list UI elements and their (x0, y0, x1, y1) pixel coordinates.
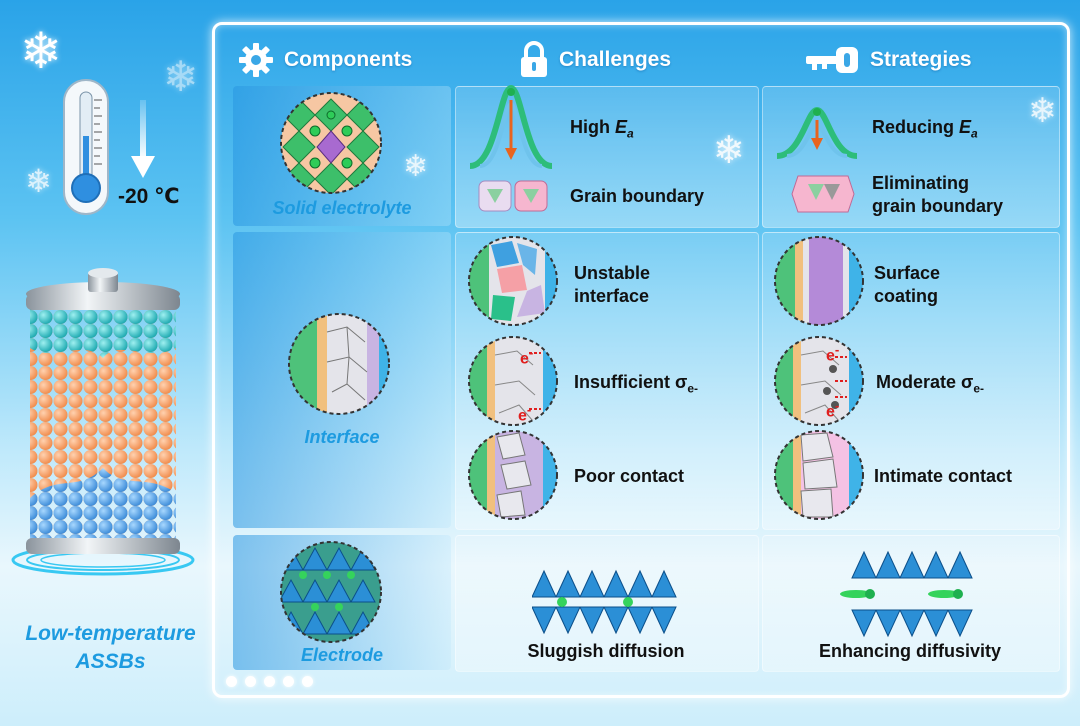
diagram-frame (212, 22, 1070, 698)
header-components: Components (238, 40, 412, 80)
left-title: Low-temperature ASSBs (8, 620, 213, 677)
snowflake-icon: ❄ (1028, 92, 1057, 130)
component-interface: Interface (304, 427, 380, 447)
label-eliminating-line2: grain boundary (872, 195, 1004, 216)
left-panel: ❄ ❄ ❄ -20 ℃ (0, 0, 215, 726)
down-arrow-icon (131, 100, 155, 178)
dot-indicator (226, 676, 237, 687)
electrode-structure-image (280, 541, 382, 643)
insufficient-conductivity-image (468, 336, 558, 426)
surface-coating-image (774, 236, 864, 326)
grain-boundary-image (478, 180, 548, 212)
header-components-label: Components (284, 48, 413, 71)
electron-label: e- (826, 342, 840, 365)
electron-label: e- (518, 402, 532, 425)
left-title-line2: ASSBs (75, 650, 146, 674)
label-sluggish-diffusion: Sluggish diffusion (527, 641, 685, 661)
energy-barrier-reduced-image (776, 106, 858, 159)
snowflake-icon: ❄ (403, 150, 429, 183)
solid-electrolyte-structure-image (280, 92, 382, 194)
ea-symbol: E (615, 117, 628, 137)
label-high-ea-text: High (570, 117, 615, 137)
ea-subscript: a (971, 126, 978, 141)
electron-label-text: e (518, 407, 527, 425)
electron-label: e- (520, 345, 534, 368)
header-challenges-label: Challenges (559, 48, 672, 71)
thermometer-icon (63, 79, 109, 215)
component-solid-electrolyte: Solid electrolyte (272, 198, 412, 218)
ea-subscript: a (627, 126, 634, 141)
sigma-subscript: e- (687, 381, 698, 396)
intimate-contact-image (774, 430, 864, 520)
dot-indicator (302, 676, 313, 687)
electron-label-text: e (826, 403, 835, 421)
snowflake-icon: ❄ (713, 130, 745, 172)
label-moderate-sigma: Moderate σe- (876, 371, 984, 397)
label-grain-boundary: Grain boundary (570, 186, 705, 206)
snowflake-icon: ❄ (20, 23, 62, 79)
sigma-subscript: e- (973, 381, 985, 396)
merged-grain-image (791, 175, 855, 213)
label-intimate-contact: Intimate contact (874, 466, 1013, 486)
header-challenges: Challenges (519, 40, 671, 80)
dot-indicator (283, 676, 294, 687)
interface-structure-image (288, 313, 390, 415)
header-strategies-label: Strategies (870, 48, 972, 71)
label-insufficient-text: Insufficient σ (574, 372, 688, 392)
enhanced-diffusivity-image (840, 550, 973, 638)
temperature-label: -20 ℃ (118, 185, 180, 208)
battery-icon (11, 268, 195, 576)
energy-barrier-high-image (469, 84, 553, 169)
dot-indicator (245, 676, 256, 687)
label-surface-line1: Surface (874, 263, 941, 283)
component-electrode: Electrode (300, 645, 384, 665)
label-eliminating-line1: Eliminating (872, 173, 970, 193)
label-moderate-text: Moderate σ (876, 372, 974, 392)
lock-icon (521, 41, 547, 77)
sluggish-diffusion-image (532, 569, 677, 635)
electron-label-text: e (826, 347, 835, 365)
cell-challenge-electrode (455, 535, 759, 672)
moderate-conductivity-image (774, 336, 864, 426)
poor-contact-image (468, 430, 558, 520)
label-poor-contact: Poor contact (574, 466, 685, 486)
label-surface-line2: coating (874, 285, 939, 306)
gear-icon (239, 43, 273, 77)
label-reducing-text: Reducing (872, 117, 960, 137)
electron-label: e- (826, 398, 840, 421)
header-strategies: Strategies (804, 40, 972, 80)
label-insufficient-sigma: Insufficient σe- (574, 371, 698, 397)
snowflake-icon: ❄ (25, 163, 52, 199)
ea-symbol: E (959, 117, 972, 137)
pagination-dots (226, 676, 313, 687)
unstable-interface-image (468, 236, 558, 326)
key-icon (806, 47, 858, 73)
label-high-ea: High Ea (570, 116, 634, 142)
label-reducing-ea: Reducing Ea (872, 116, 978, 142)
label-unstable-line2: interface (574, 285, 650, 306)
left-title-line1: Low-temperature (25, 622, 196, 645)
dot-indicator (264, 676, 275, 687)
label-unstable-line1: Unstable (574, 263, 651, 283)
electron-label-text: e (520, 350, 529, 368)
snowflake-icon: ❄ (163, 53, 199, 100)
label-enhancing-diffusivity: Enhancing diffusivity (818, 641, 1001, 661)
